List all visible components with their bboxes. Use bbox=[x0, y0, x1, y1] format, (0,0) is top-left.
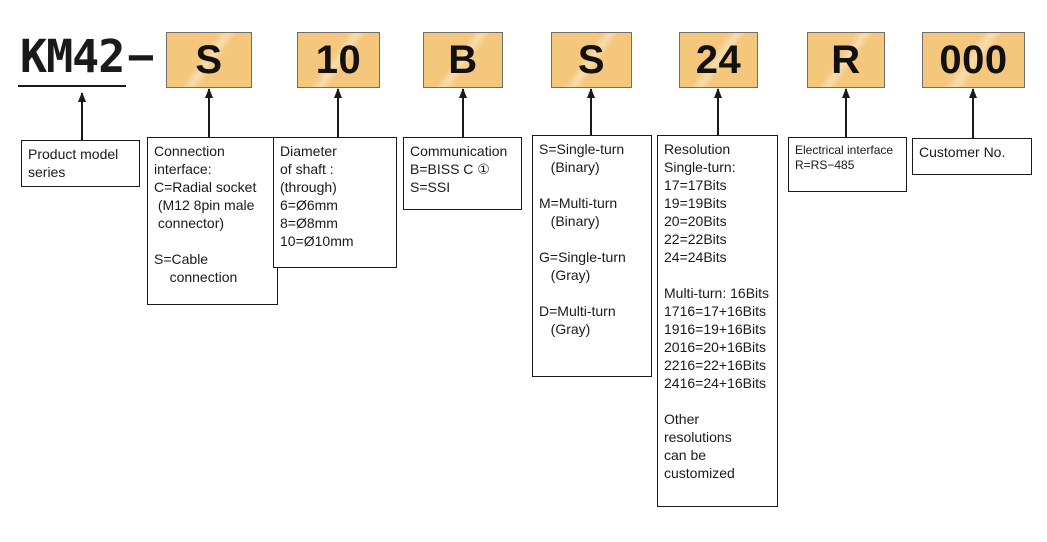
model-code-text: KM42 bbox=[18, 33, 127, 88]
connector-arrow-communication bbox=[458, 88, 467, 137]
code-box-customer: 000 bbox=[922, 32, 1025, 88]
arrow-up-icon bbox=[77, 92, 86, 102]
code-box-connection: S bbox=[166, 32, 252, 88]
arrow-up-icon bbox=[713, 88, 722, 98]
code-box-electrical: R bbox=[807, 32, 885, 88]
code-box-resolution: 24 bbox=[679, 32, 758, 88]
code-box-communication: B bbox=[423, 32, 503, 88]
arrow-up-icon bbox=[586, 88, 595, 98]
arrow-up-icon bbox=[333, 88, 342, 98]
desc-connection-interface: Connection interface: C=Radial socket (M… bbox=[147, 137, 278, 305]
model-dash: − bbox=[127, 30, 154, 83]
desc-electrical-interface: Electrical interface R=RS−485 bbox=[788, 137, 907, 192]
arrow-up-icon bbox=[458, 88, 467, 98]
connector-arrow-resolution bbox=[713, 88, 722, 135]
connector-arrow-shaft bbox=[333, 88, 342, 137]
arrow-up-icon bbox=[204, 88, 213, 98]
connector-arrow-connection bbox=[204, 88, 213, 137]
desc-shaft-diameter: Diameter of shaft : (through) 6=Ø6mm 8=Ø… bbox=[273, 137, 397, 268]
arrow-up-icon bbox=[968, 88, 977, 98]
desc-communication: Communication B=BISS C ① S=SSI bbox=[403, 137, 522, 210]
code-box-shaft: 10 bbox=[297, 32, 380, 88]
code-box-turn-mode: S bbox=[551, 32, 632, 88]
connector-arrow-electrical bbox=[841, 88, 850, 137]
connector-arrow-model bbox=[77, 92, 86, 140]
product-model-code: KM42− bbox=[18, 30, 154, 88]
connector-arrow-turn-mode bbox=[586, 88, 595, 135]
desc-resolution: Resolution Single-turn: 17=17Bits 19=19B… bbox=[657, 135, 778, 507]
desc-customer-no: Customer No. bbox=[912, 138, 1032, 175]
desc-product-model-series: Product model series bbox=[21, 140, 140, 187]
arrow-up-icon bbox=[841, 88, 850, 98]
desc-turn-mode: S=Single-turn (Binary) M=Multi-turn (Bin… bbox=[532, 135, 652, 377]
connector-arrow-customer bbox=[968, 88, 977, 138]
